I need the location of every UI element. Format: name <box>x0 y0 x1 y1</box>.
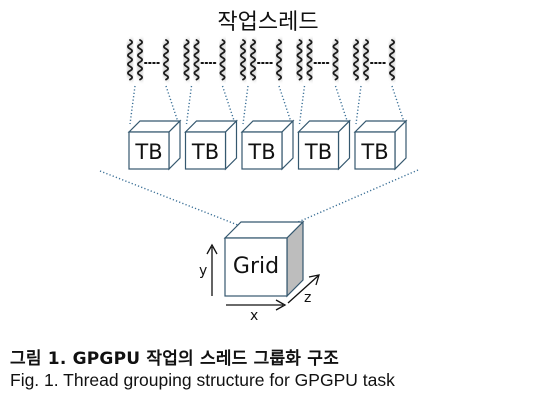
thread-strand <box>306 39 313 81</box>
grid-block: Grid y x z <box>199 220 320 324</box>
thread-block-1: TB <box>127 119 182 171</box>
thread-strand <box>296 39 303 81</box>
z-axis-arrow <box>287 275 319 304</box>
thread-groups <box>125 37 397 82</box>
thread-strand <box>219 39 226 81</box>
thread-to-block-line <box>185 85 193 125</box>
thread-strand <box>276 39 282 81</box>
thread-block-front-face <box>184 131 227 170</box>
thread-block-5: TB <box>353 119 408 171</box>
thread-strand <box>137 39 143 81</box>
thread-blocks: TB TB TB TB TB <box>127 119 408 171</box>
thread-strand <box>363 39 369 81</box>
thread-hierarchy-diagram: 작업스레드 TB TB TB TB TB Grid y x z <box>99 10 419 324</box>
z-axis-arrowhead <box>308 274 320 286</box>
thread-strand <box>240 39 246 81</box>
thread-block-4: TB <box>297 119 351 171</box>
block-to-grid-line <box>281 169 419 230</box>
thread-to-block-line <box>278 85 292 123</box>
y-axis-label: y <box>199 263 207 279</box>
thread-block-3: TB <box>240 119 295 171</box>
thread-block-front-face <box>241 131 283 170</box>
diagram-title: 작업스레드 <box>217 10 318 35</box>
thread-strand <box>163 39 169 81</box>
thread-strand <box>183 39 190 81</box>
z-axis-label: z <box>304 290 311 306</box>
thread-block-label: TB <box>360 140 388 164</box>
grid-front-face <box>224 237 288 297</box>
thread-strand <box>353 39 359 81</box>
figure-caption-korean: 그림 1. GPGPU 작업의 스레드 그룹화 구조 <box>10 349 339 369</box>
figure-caption-english: Fig. 1. Thread grouping structure for GP… <box>10 370 395 390</box>
thread-strand <box>332 39 339 81</box>
thread-to-block-line <box>165 85 179 123</box>
thread-block-front-face <box>297 131 340 170</box>
thread-strand <box>389 39 395 81</box>
thread-to-block-line <box>298 85 306 125</box>
x-axis-arrowhead <box>275 299 287 311</box>
thread-block-2: TB <box>184 119 238 171</box>
connector-lines <box>99 85 419 230</box>
thread-to-block-line <box>391 85 405 123</box>
thread-to-block-line <box>221 85 236 123</box>
thread-strand <box>250 39 256 81</box>
thread-block-label: TB <box>134 140 162 164</box>
thread-block-label: TB <box>247 140 275 164</box>
x-axis-label: x <box>250 308 258 324</box>
block-to-grid-line <box>99 170 249 230</box>
thread-block-label: TB <box>304 140 332 164</box>
thread-to-block-line <box>355 85 362 125</box>
grid-label: Grid <box>233 254 279 279</box>
thread-to-block-line <box>242 85 249 125</box>
thread-strand <box>127 39 133 81</box>
thread-to-block-line <box>129 85 136 125</box>
thread-to-block-line <box>334 85 349 123</box>
thread-block-label: TB <box>191 140 219 164</box>
y-axis-arrowhead <box>206 243 218 255</box>
thread-block-front-face <box>354 131 396 170</box>
thread-block-front-face <box>128 131 170 170</box>
thread-strand <box>193 39 200 81</box>
